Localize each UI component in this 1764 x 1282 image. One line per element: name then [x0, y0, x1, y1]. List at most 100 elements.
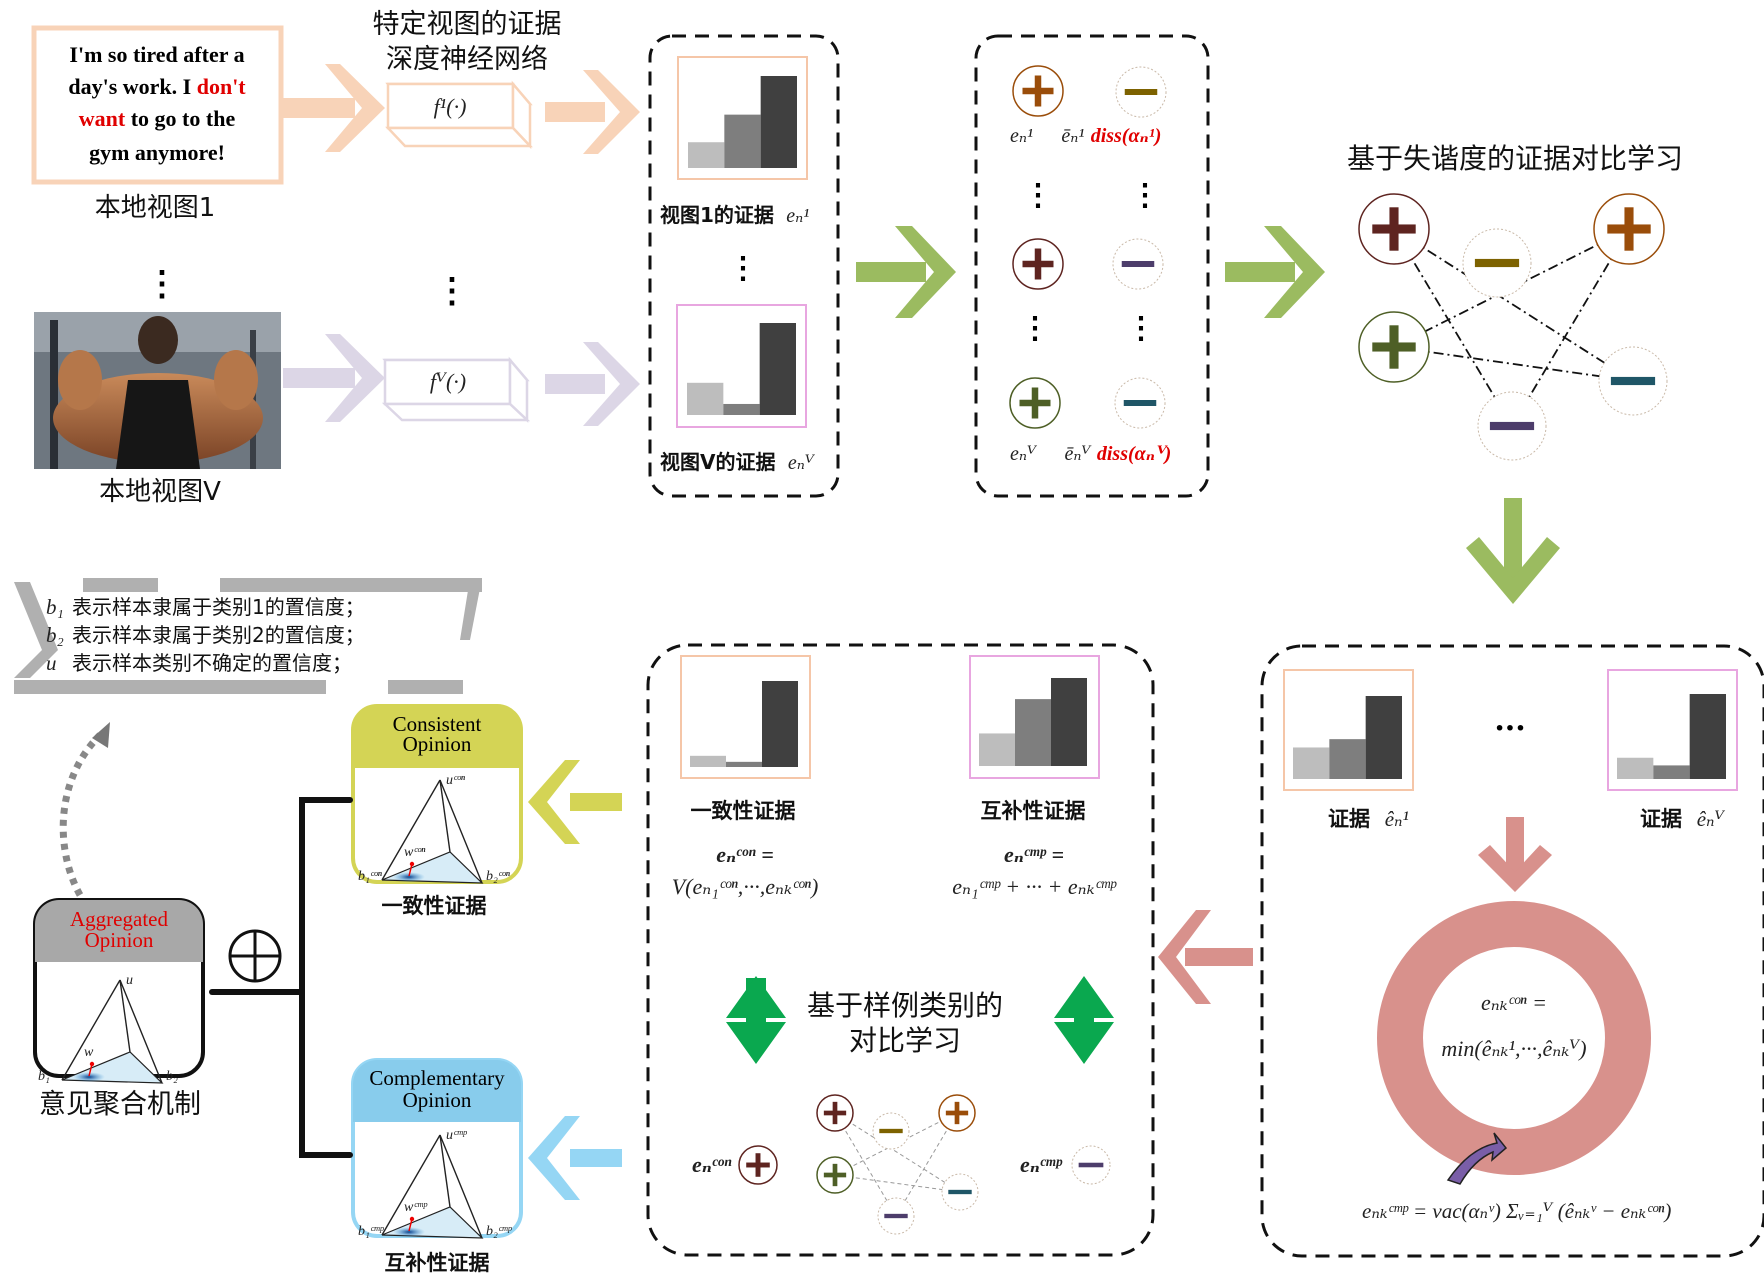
density-blob	[73, 1072, 105, 1082]
bar-chart-consistent	[690, 681, 798, 767]
graph-title: 基于失谐度的证据对比学习	[1347, 142, 1683, 175]
consistent-caption: 一致性证据	[382, 894, 487, 918]
ellipsis-networks: ⋮	[435, 271, 469, 311]
contrast-title-2: 对比学习	[849, 1024, 961, 1057]
highlighted-phrase: want	[79, 106, 126, 131]
minus-icon	[1477, 391, 1547, 461]
density-blob	[393, 872, 425, 882]
e-con-label: eₙᶜᵒⁿ	[692, 1152, 732, 1177]
text-span: gym anymore!	[89, 140, 225, 165]
legend-text: 表示样本隶属于类别2的置信度；	[72, 623, 365, 647]
bar	[762, 681, 798, 767]
bar	[759, 323, 796, 415]
aggregated-caption: 意见聚合机制	[39, 1089, 201, 1120]
text-view-caption: 本地视图1	[95, 193, 216, 223]
bar	[1015, 699, 1051, 766]
arrow-right-peach-1	[283, 64, 385, 152]
plus-icon	[1009, 377, 1061, 429]
complementary-title-2: Opinion	[403, 1088, 472, 1112]
view-evidence-box: 视图1的证据 eₙ¹ ⋮ 视图V的证据 eₙⱽ	[648, 34, 840, 498]
ellipsis-neg-1: ⋮	[1130, 178, 1160, 213]
bar	[1689, 694, 1726, 779]
double-arrow-right	[1054, 976, 1114, 1064]
opinion-point	[89, 1061, 95, 1067]
bar	[690, 755, 726, 767]
ellipsis-views: ⋮	[145, 264, 179, 304]
bar-chart-viewV	[687, 323, 796, 415]
instance-class-contrast-box: 一致性证据 互补性证据 eₙᶜᵒⁿ = V(eₙ₁ᶜᵒⁿ,···,eₙₖᶜᵒⁿ)…	[646, 643, 1155, 1257]
graph-edge	[834, 1112, 897, 1217]
legend-symbol: b₂	[46, 623, 64, 647]
curved-arrow-purple	[1446, 1132, 1508, 1185]
positive-negative-pairs-box: eₙ¹ ēₙ¹ diss(αₙ¹) eₙⱽ ēₙⱽ diss(αₙⱽ) ⋮ ⋮ …	[974, 34, 1210, 498]
plus-icon	[1593, 193, 1665, 265]
vertex-b1-label: b₁ᶜᵐᵖ	[358, 1224, 384, 1239]
cmp-eq-1: eₙᶜᵐᵖ =	[1004, 842, 1064, 867]
combine-connector	[209, 797, 353, 1158]
arrow-feedback-dotted	[59, 722, 110, 897]
arrow-left-yellow	[528, 760, 622, 844]
text-span: I'm so tired after a	[69, 42, 244, 67]
density-blob	[393, 1227, 425, 1237]
plus-icon	[816, 1094, 854, 1132]
graph-edge	[895, 1112, 958, 1217]
viewV-evidence-label: 视图V的证据 eₙⱽ	[660, 450, 816, 474]
minus-icon	[1115, 66, 1167, 118]
minus-icon	[941, 1173, 979, 1211]
plus-icon	[1358, 193, 1430, 265]
arrow-down-pink	[1478, 817, 1552, 892]
plus-icon	[1358, 311, 1430, 383]
plus-icon	[938, 1094, 976, 1132]
ellipsis-neg-2: ⋮	[1126, 311, 1156, 346]
aggregated-title-1: Aggregated	[70, 907, 168, 931]
bar-chart-complementary	[979, 678, 1087, 766]
photo-muscular-man-gym	[34, 312, 281, 469]
bar	[1051, 678, 1087, 766]
bar	[726, 761, 762, 767]
ellipsis-horizontal: ···	[1494, 711, 1525, 746]
bar	[724, 114, 761, 168]
arrow-right-green-1	[856, 226, 956, 318]
plus-icon	[816, 1156, 854, 1194]
minus-icon	[1071, 1145, 1111, 1185]
arrow-right-lavender-2	[545, 342, 640, 426]
cmp-eq-2: eₙ₁ᶜᵐᵖ + ··· + eₙₖᶜᵐᵖ	[952, 874, 1117, 899]
pairV-labels: eₙⱽ ēₙⱽ diss(αₙⱽ)	[1010, 441, 1171, 465]
graph-edge	[834, 1112, 958, 1176]
minus-icon	[1112, 238, 1164, 290]
minus-icon	[877, 1197, 915, 1235]
text-span: to go to the	[125, 106, 235, 131]
bar-chart-view1	[688, 76, 797, 168]
f1-label: f¹(·)	[434, 94, 467, 119]
highlighted-phrase: don't	[197, 74, 247, 99]
vertex-b2-label: b₂ᶜᵐᵖ	[486, 1224, 512, 1239]
legend-symbol: u	[46, 651, 57, 675]
bar-chart-fused-viewV	[1617, 694, 1726, 779]
bar	[687, 382, 724, 415]
legend-text: 表示样本类别不确定的置信度；	[72, 651, 352, 675]
opinion-point	[409, 861, 415, 867]
legend-text: 表示样本隶属于类别1的置信度；	[72, 595, 365, 619]
complementary-title-1: Complementary	[369, 1066, 505, 1090]
vertex-b2-label: b₂ᶜᵒⁿ	[486, 869, 511, 884]
legend-symbol: b₁	[46, 595, 64, 619]
network-title-line1: 特定视图的证据	[373, 9, 562, 40]
image-view: 本地视图V	[34, 312, 281, 507]
text-view-line: want to go to the	[79, 106, 236, 131]
graph-edge	[1393, 228, 1634, 382]
vertex-u-label: uᶜᵐᵖ	[446, 1128, 468, 1143]
double-arrow-left	[726, 976, 786, 1064]
bar	[760, 76, 797, 168]
bar	[688, 142, 725, 168]
bar	[1329, 739, 1366, 779]
complementary-caption: 互补性证据	[385, 1251, 490, 1275]
e-cmp-label: eₙᶜᵐᵖ	[1020, 1152, 1062, 1177]
bar	[1365, 696, 1402, 779]
network-title-line2: 深度神经网络	[386, 44, 548, 75]
